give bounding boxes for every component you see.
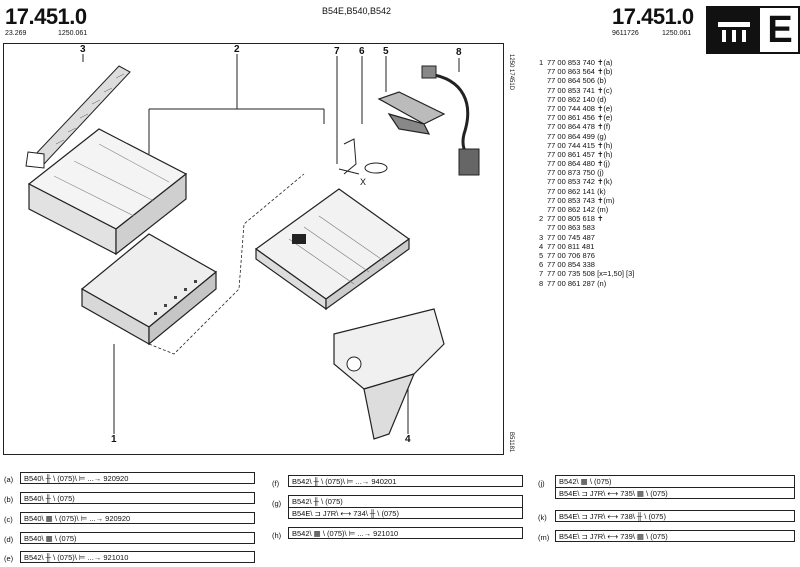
ref-code-left-b: 1250.061 xyxy=(58,30,88,37)
note-text: B540\ ▦ \ (075)\ ⊨ ...→ 920920 xyxy=(20,512,255,524)
note-text: B540\ ▦ \ (075) xyxy=(20,532,255,544)
part-row: 77 00 864 499 (g) xyxy=(547,131,607,141)
note-tag: (h) xyxy=(272,531,282,540)
dimension-x-label: X xyxy=(360,177,367,187)
note-text: B540\ ╫ \ (075) xyxy=(20,492,255,504)
note-text: B540\ ╫ \ (075)\ ⊨ ...→ 920920 xyxy=(20,472,255,484)
page-number-right: 17.451.0 xyxy=(612,4,694,29)
note-tag: (c) xyxy=(4,515,13,524)
part-row: 77 00 862 142 (m) xyxy=(547,205,609,214)
note-text: B542\ ╫ \ (075)\ ⊨ ...→ 921010 xyxy=(20,551,255,563)
callout-3: 3 xyxy=(80,44,86,55)
ref-code-right-b: 1250.061 xyxy=(662,30,692,37)
parts-drawing xyxy=(25,54,480,440)
note-tag: (m) xyxy=(538,533,550,542)
note-tag: (e) xyxy=(4,554,14,563)
note-tag: (j) xyxy=(538,479,545,488)
page-number-left: 17.451.0 xyxy=(5,4,87,29)
part-row: 77 00 744 408 ✝(e) xyxy=(547,103,613,113)
part-row: 77 00 853 742 ✝(k) xyxy=(547,177,613,187)
callout-5: 5 xyxy=(383,46,389,57)
note-tag: (b) xyxy=(4,495,14,504)
part-row: 77 00 744 415 ✝(h) xyxy=(547,140,613,150)
note-tag: (g) xyxy=(272,499,282,508)
exploded-diagram: 3 2 7 6 5 8 1 4 X 1250 17451D B51181 xyxy=(3,43,514,455)
part-row: 77 00 864 480 ✝(j) xyxy=(547,159,611,169)
part-row: 77 00 861 456 ✝(e) xyxy=(547,113,613,123)
section-letter: E xyxy=(767,9,793,51)
part-row: 77 00 862 141 (k) xyxy=(547,186,606,196)
note-text: B54E\ ⊐ J7R\ ⟷ 735\ ▦ \ (075) xyxy=(555,487,795,499)
note-tag: (a) xyxy=(4,475,14,484)
note-text: B54E\ ⊐ J7R\ ⟷ 738\ ╫ \ (075) xyxy=(555,510,795,522)
callout-2: 2 xyxy=(234,44,240,55)
component-symbol-icon xyxy=(718,22,750,42)
note-tag: (d) xyxy=(4,535,14,544)
callout-4: 4 xyxy=(405,434,411,445)
callout-8: 8 xyxy=(456,47,462,58)
part-row: 77 00 861 457 ✝(h) xyxy=(547,149,613,159)
side-code-bottom: B51181 xyxy=(508,432,514,453)
ref-code-right-a: 9611726 xyxy=(612,30,639,37)
note-text: B54E\ ⊐ J7R\ ⟷ 739\ ▦ \ (075) xyxy=(555,530,795,542)
part-row: 77 00 862 140 (d) xyxy=(547,94,607,104)
section-badge-symbol xyxy=(708,8,760,52)
part-row: 77 00 863 564 ✝(b) xyxy=(547,67,613,77)
model-list: B54E,B540,B542 xyxy=(322,6,392,16)
callout-1: 1 xyxy=(111,434,117,445)
section-badge: E xyxy=(706,6,800,54)
note-text: B542\ ▦ \ (075) xyxy=(555,475,795,487)
note-tag: (k) xyxy=(538,513,547,522)
part-row: 77 00 864 506 (b) xyxy=(547,76,607,86)
callout-6: 6 xyxy=(359,46,365,57)
ref-code-left-a: 23.269 xyxy=(5,30,27,37)
part-row: 77 00 853 741 ✝(c) xyxy=(547,85,613,95)
part-row: 77 00 863 583 xyxy=(547,223,595,233)
callout-7: 7 xyxy=(334,46,340,57)
note-text: B542\ ╫ \ (075) xyxy=(288,495,523,507)
note-text: B54E\ ⊐ J7R\ ⟷ 734\ ╫ \ (075) xyxy=(288,507,523,519)
note-tag: (f) xyxy=(272,479,280,488)
note-text: B542\ ╫ \ (075)\ ⊨ ...→ 940201 xyxy=(288,475,523,487)
part-row: 77 00 864 478 ✝(f) xyxy=(547,122,611,132)
note-text: B542\ ▦ \ (075)\ ⊨ ...→ 921010 xyxy=(288,527,523,539)
part-row: 77 00 873 750 (j) xyxy=(547,168,604,178)
side-code-top: 1250 17451D xyxy=(508,54,514,91)
part-row: 77 00 853 743 ✝(m) xyxy=(547,195,615,205)
applicability-notes: (a) B540\ ╫ \ (075)\ ⊨ ...→ 920920 (b) B… xyxy=(0,468,800,567)
